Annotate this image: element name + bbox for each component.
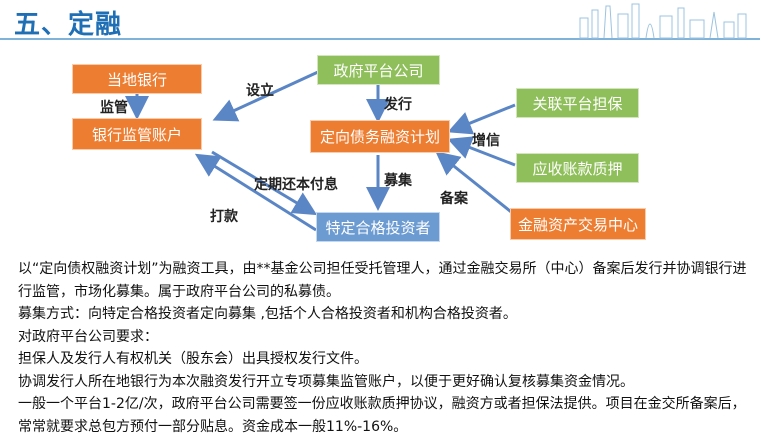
flow-arrows xyxy=(125,70,516,232)
label-issue: 发行 xyxy=(384,97,412,113)
arrow-repay xyxy=(211,150,318,216)
paragraph-intro: 以“定向债权融资计划”为融资工具，由**基金公司担任受托管理人，通过金融交易所（… xyxy=(18,261,747,300)
label-credit: 增信 xyxy=(472,133,500,149)
paragraph-requirements-heading: 对政府平台公司要求： xyxy=(18,328,158,345)
arrow-pay xyxy=(194,153,317,232)
debt-plan-box: 定向债务融资计划 xyxy=(310,120,450,153)
paragraph-method: 募集方式：向特定合格投资者定向募集 ,包括个人合格投资者和机构合格投资者。 xyxy=(18,306,517,322)
exchange-center-box: 金融资产交易中心 xyxy=(510,208,646,240)
guarantee-box: 关联平台担保 xyxy=(516,88,639,118)
gov-platform-box: 政府平台公司 xyxy=(317,55,440,85)
arrow-record xyxy=(435,151,516,217)
paragraph-bank-account: 协调发行人所在地银行为本次融资发行开立专项募集监管账户，以便于更好确认复核募集资… xyxy=(18,373,634,390)
arrow-establish xyxy=(212,70,319,122)
paragraph-authorization: 担保人及发行人有权机关（股东会）出具授权发行文件。 xyxy=(18,351,368,367)
label-pay: 打款 xyxy=(210,209,238,225)
receivable-pledge-box: 应收账款质押 xyxy=(516,153,639,183)
label-raise: 募集 xyxy=(384,173,412,189)
city-skyline-icon xyxy=(579,3,747,39)
label-supervise: 监管 xyxy=(100,100,128,116)
label-record: 备案 xyxy=(440,191,468,207)
arrow-guarantee xyxy=(447,103,516,135)
body-text: 以“定向债权融资计划”为融资工具，由**基金公司担任受托管理人，通过金融交易所（… xyxy=(18,258,748,438)
label-repay: 定期还本付息 xyxy=(254,177,338,193)
paragraph-cost: 一般一个平台1-2亿/次，政府平台公司需要签一份应收账款质押协议，融资方或者担保… xyxy=(18,396,746,435)
bank-account-box: 银行监管账户 xyxy=(72,118,202,150)
local-bank-box: 当地银行 xyxy=(72,64,202,94)
label-establish: 设立 xyxy=(246,83,274,99)
arrow-pledge xyxy=(447,136,516,167)
title-divider xyxy=(0,38,760,40)
page-title: 五、定融 xyxy=(14,10,123,40)
investors-box: 特定合格投资者 xyxy=(316,212,440,242)
